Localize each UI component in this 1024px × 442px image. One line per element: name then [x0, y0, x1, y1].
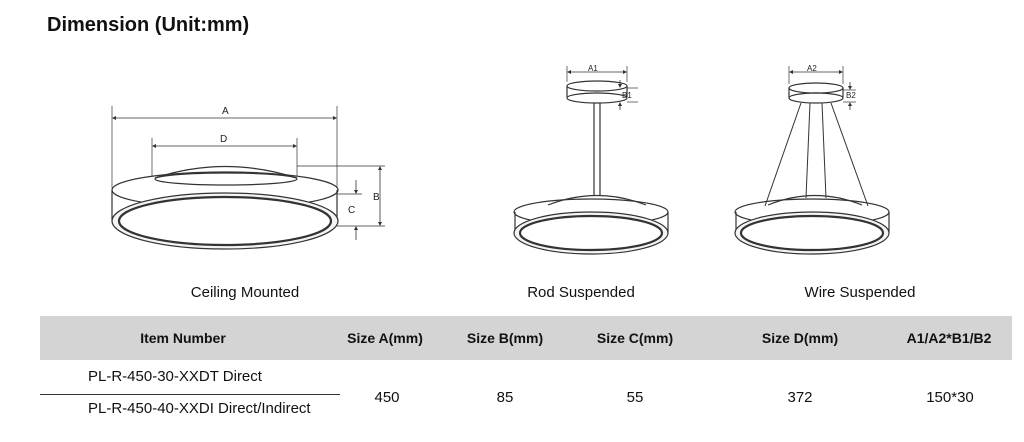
dim-label-b1: B1 — [622, 91, 632, 100]
dim-label-b: B — [373, 192, 380, 203]
item-number-direct-indirect: PL-R-450-40-XXDI Direct/Indirect — [88, 400, 311, 417]
ceiling-mounted-drawing — [111, 106, 385, 250]
row-divider — [40, 394, 340, 395]
wire-suspended-drawing — [734, 66, 890, 255]
value-a1a2-b1b2: 150*30 — [926, 389, 974, 406]
item-number-direct: PL-R-450-30-XXDT Direct — [88, 368, 262, 385]
dim-label-b2: B2 — [846, 91, 856, 100]
header-size-a: Size A(mm) — [347, 330, 423, 346]
header-size-c: Size C(mm) — [596, 330, 674, 346]
dim-label-c: C — [348, 205, 355, 216]
header-item-number: Item Number — [140, 330, 226, 346]
header-size-b: Size B(mm) — [466, 330, 544, 346]
table-header: Item Number Size A(mm) Size B(mm) Size C… — [40, 316, 1012, 360]
page-title: Dimension (Unit:mm) — [47, 14, 250, 36]
caption-rod-suspended: Rod Suspended — [527, 284, 635, 301]
value-size-a: 450 — [374, 389, 400, 406]
caption-wire-suspended: Wire Suspended — [804, 284, 916, 301]
dim-label-a: A — [222, 106, 229, 117]
dim-label-d: D — [220, 134, 227, 145]
caption-ceiling-mounted: Ceiling Mounted — [190, 284, 300, 301]
value-size-b: 85 — [496, 389, 514, 406]
rod-suspended-drawing — [513, 66, 669, 255]
dimension-drawings: A D B C A1 B1 — [111, 64, 890, 255]
value-size-d: 372 — [787, 389, 813, 406]
dim-label-a1: A1 — [588, 64, 598, 73]
dim-label-a2: A2 — [807, 64, 817, 73]
value-size-c: 55 — [626, 389, 644, 406]
header-size-d: Size D(mm) — [761, 330, 839, 346]
header-a1a2-b1b2: A1/A2*B1/B2 — [906, 330, 992, 346]
